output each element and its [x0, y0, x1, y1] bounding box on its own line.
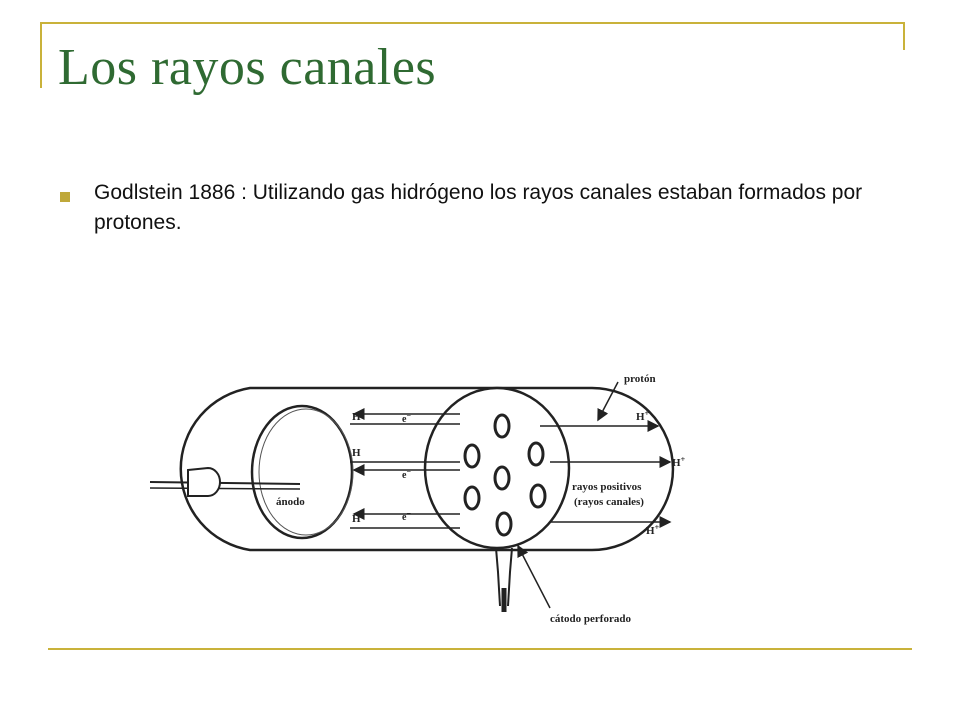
hplus-label: H+ [636, 409, 650, 423]
proton-pointer [597, 381, 619, 422]
frame-top-line [40, 22, 905, 24]
proton-label: protón [624, 373, 656, 385]
slide-title: Los rayos canales [58, 39, 437, 96]
cathode-hole [493, 413, 511, 439]
cathode-hole [463, 485, 481, 511]
cathode-holes [463, 413, 547, 537]
cathode-hole [495, 511, 513, 537]
positive-rays-label: rayos positivos [572, 481, 642, 493]
cathode-hole [529, 483, 547, 509]
canal-rays-label: (rayos canales) [574, 496, 644, 508]
cathode-hole [463, 443, 481, 469]
cathode-stem [495, 547, 513, 607]
anode-wire [149, 487, 301, 490]
cathode-label: cátodo perforado [550, 613, 631, 625]
h-label: H [352, 411, 361, 423]
bullet-item: Godlstein 1886 : Utilizando gas hidrógen… [60, 178, 880, 239]
frame-right-line [903, 22, 905, 50]
ion-row-bottom: H e− [350, 508, 460, 529]
bullet-square-icon [60, 192, 70, 202]
frame-bottom-line [48, 648, 912, 650]
cathode-hole [493, 465, 511, 491]
bullet-list: Godlstein 1886 : Utilizando gas hidrógen… [60, 178, 880, 239]
positive-rays: H+ H+ H+ [540, 409, 686, 537]
h-label: H [352, 447, 361, 459]
anode-label: ánodo [276, 496, 305, 508]
anode-connector [187, 466, 221, 497]
h-label: H [352, 513, 361, 525]
canal-ray-tube-diagram: ánodo cátodo perforado H e− H e− H e− H+ [149, 373, 686, 625]
bullet-text: Godlstein 1886 : Utilizando gas hidrógen… [94, 181, 863, 235]
tube-outline [179, 386, 675, 552]
anode-wire [149, 481, 301, 485]
cathode-hole [527, 441, 545, 467]
anode-disk [250, 404, 354, 540]
electron-label: e− [402, 509, 411, 523]
electron-label: e− [402, 411, 411, 425]
frame-left-line [40, 22, 42, 88]
hplus-label: H+ [672, 455, 686, 469]
hplus-label: H+ [646, 523, 660, 537]
cathode-pointer [517, 544, 551, 609]
ion-row-top: H e− [350, 408, 460, 425]
electron-label: e− [402, 467, 411, 481]
ion-row-middle: H e− [350, 447, 460, 481]
